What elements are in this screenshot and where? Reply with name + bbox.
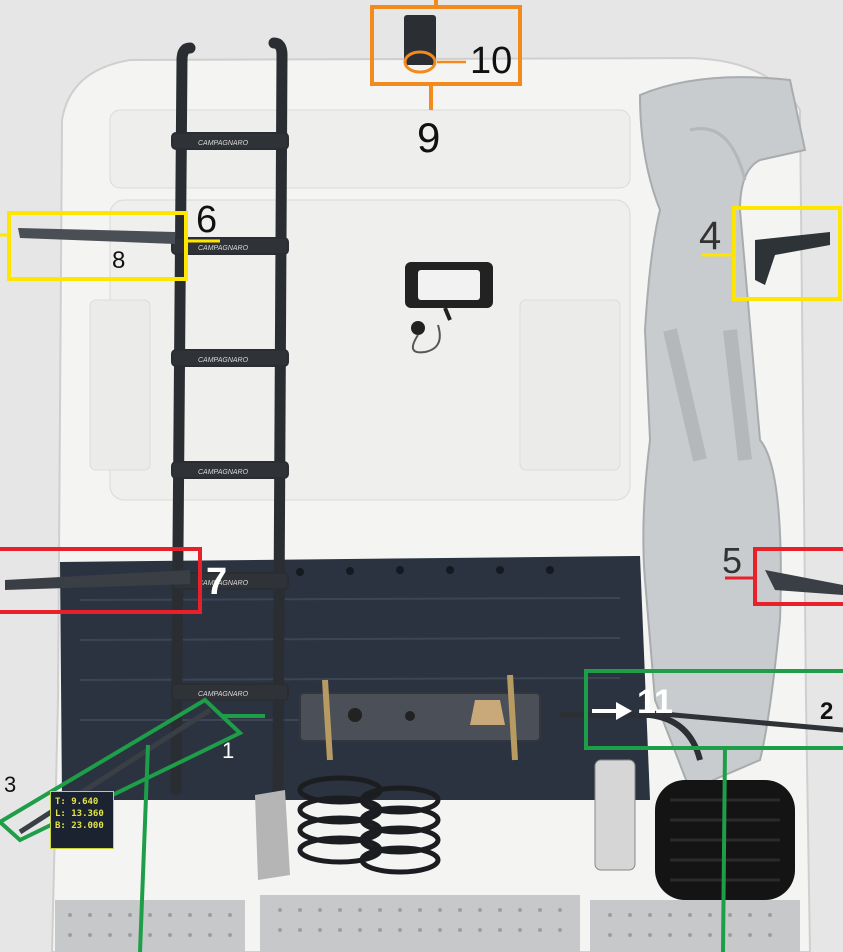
weight-plate-line-t: T: 9.640: [55, 797, 99, 807]
rear-platform: [55, 895, 800, 952]
ladder-brand-5: CAMPAGNARO: [198, 580, 249, 587]
ladder-brand-4: CAMPAGNARO: [198, 469, 249, 476]
ladder-brand-3: CAMPAGNARO: [198, 357, 249, 364]
work-light: [405, 262, 493, 354]
callout-label-9: 9: [417, 114, 441, 161]
callout-red-group: [0, 547, 843, 614]
callout-yellow-group: [0, 206, 842, 301]
weight-plate-line-l: L: 13.360: [55, 809, 104, 819]
ladder-brand-1: CAMPAGNARO: [198, 140, 249, 147]
callout-label-7: 7: [206, 561, 228, 603]
callout-label-3: 3: [4, 772, 17, 797]
callout-label-11: 11: [637, 683, 673, 721]
callout-label-10: 10: [470, 40, 513, 82]
callout-orange-group: [370, 0, 522, 110]
air-intake-snorkel: [638, 76, 807, 792]
cab-ladder: [170, 37, 289, 796]
left-lower-arm: [5, 570, 190, 590]
callout-label-6: 6: [196, 199, 218, 241]
top-mount-bracket: [404, 15, 436, 65]
weight-plate: T: 9.640 L: 13.360 B: 23.000: [50, 791, 114, 849]
ladder-brand-2: CAMPAGNARO: [198, 245, 249, 252]
weight-plate-line-b: B: 23.000: [55, 821, 104, 831]
right-upper-bracket: [755, 232, 830, 285]
callout-label-1: 1: [222, 738, 235, 763]
left-upper-arm: [18, 228, 175, 244]
callout-label-5: 5: [722, 540, 743, 581]
right-lower-bracket: [765, 570, 843, 595]
coiled-airlines: [297, 775, 441, 875]
callout-label-8: 8: [112, 247, 126, 274]
right-extension-arm: [639, 709, 843, 733]
callout-label-4: 4: [699, 214, 722, 258]
trailer-connection-bracket: [299, 674, 541, 761]
ladder-brand-6: CAMPAGNARO: [198, 691, 249, 698]
white-arrow-icon: [592, 702, 632, 720]
callout-label-2: 2: [820, 698, 834, 725]
callout-green-group: [0, 669, 843, 952]
